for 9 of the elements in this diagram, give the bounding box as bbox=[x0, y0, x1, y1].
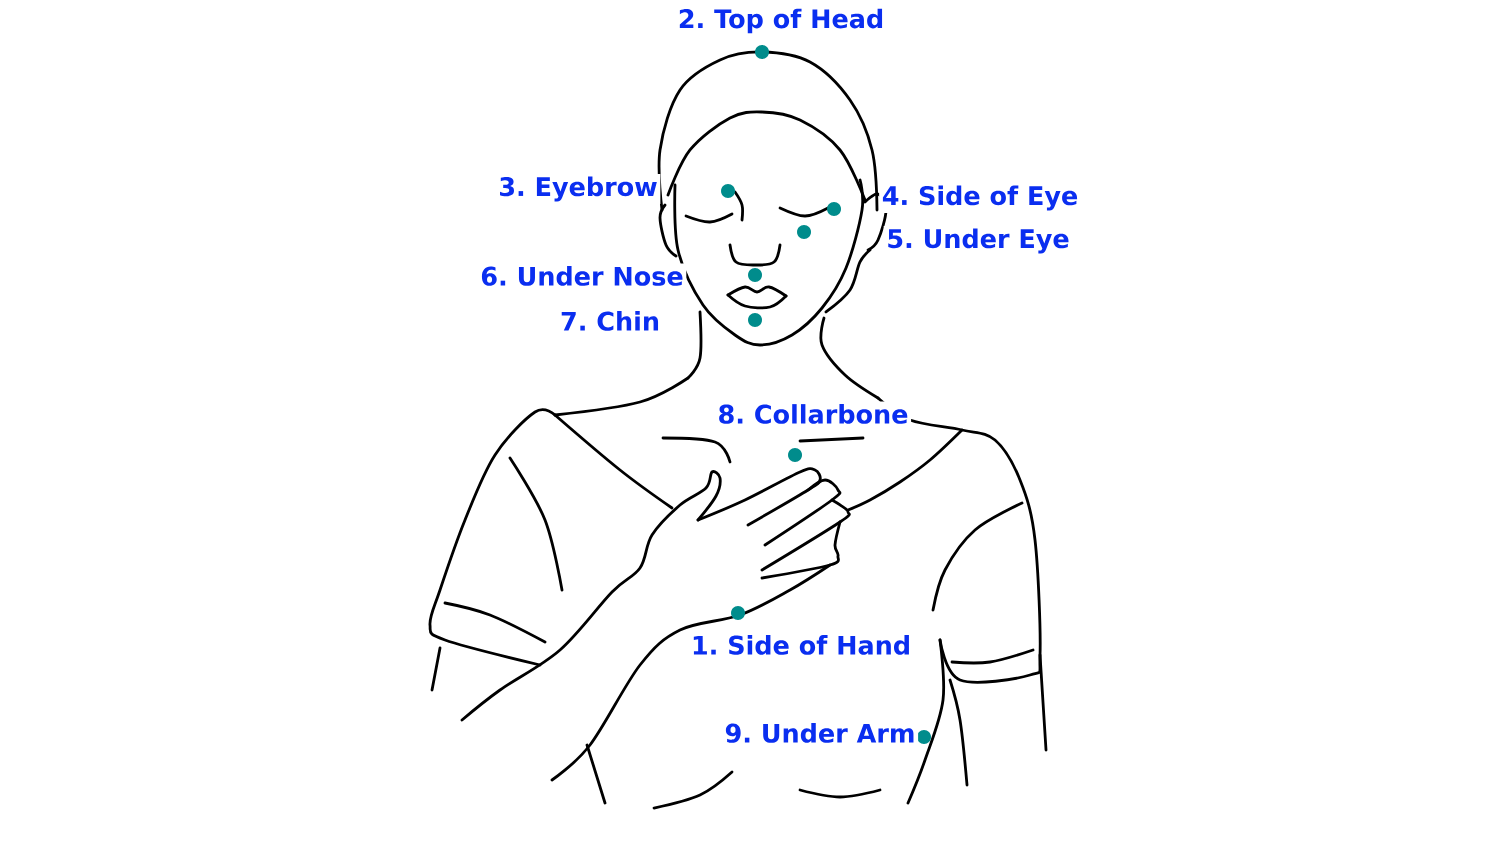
point-label: 4. Side of Eye bbox=[879, 182, 1081, 214]
point-label: 8. Collarbone bbox=[714, 401, 912, 427]
point-label: 3. Eyebrow bbox=[495, 173, 661, 205]
point-label: 1. Side of Hand bbox=[688, 632, 914, 658]
point-label: 6. Under Nose bbox=[477, 263, 687, 289]
point-label: 7. Chin bbox=[557, 308, 663, 334]
point-label: 2. Top of Head bbox=[675, 6, 887, 36]
point-label: 5. Under Eye bbox=[883, 225, 1073, 257]
point-label: 9. Under Arm bbox=[721, 720, 919, 746]
